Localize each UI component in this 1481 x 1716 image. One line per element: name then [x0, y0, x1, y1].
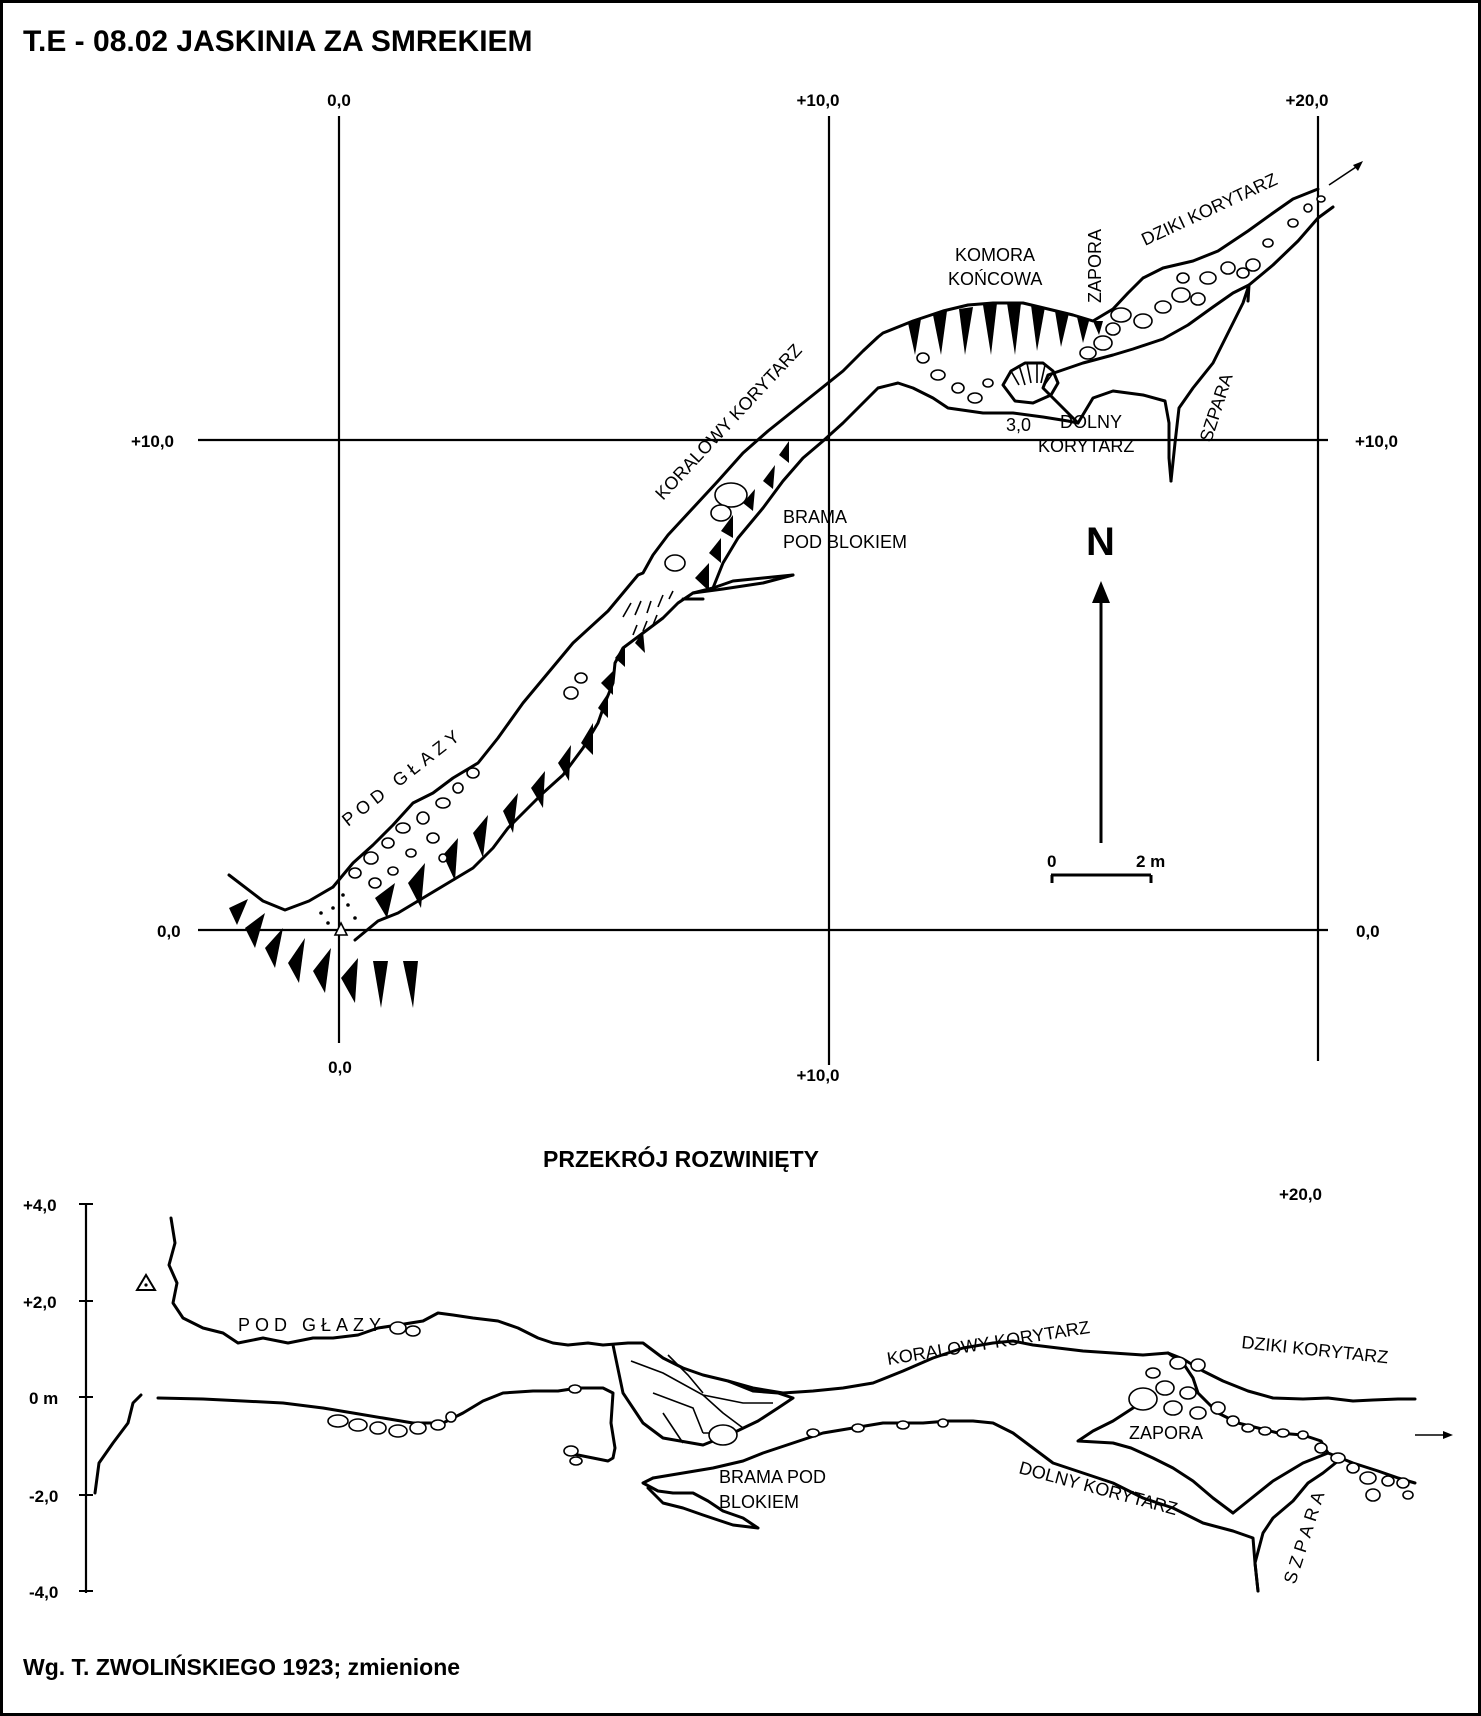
section-continuation-arrow — [1415, 1431, 1453, 1439]
label-dolny-2: KORYTARZ — [1038, 436, 1134, 456]
section-axis: +4,0 +2,0 0 m -2,0 -4,0 — [23, 1196, 93, 1602]
plan-labels: POD GŁAZY KORALOWY KORYTARZ BRAMA POD BL… — [338, 169, 1280, 830]
section-labels: POD GŁAZY KORALOWY KORYTARZ DZIKI KORYTA… — [238, 1315, 1389, 1586]
axis-plus2: +2,0 — [23, 1293, 57, 1312]
scale-zero: 0 — [1047, 852, 1056, 871]
label-szpara: SZPARA — [1196, 371, 1237, 444]
label-zapora: ZAPORA — [1085, 229, 1105, 303]
continuation-arrow — [1328, 161, 1363, 186]
north-label: N — [1086, 520, 1115, 564]
sec-label-dolny: DOLNY KORYTARZ — [1017, 1458, 1180, 1520]
coord-left-10: +10,0 — [131, 432, 174, 451]
axis-minus4: -4,0 — [29, 1583, 58, 1602]
cave-survey-drawing: T.E - 08.02 JASKINIA ZA SMREKIEM 0,0 +10… — [23, 25, 1453, 1680]
entrance-marker — [319, 893, 357, 936]
plan-coordinates: 0,0 +10,0 +20,0 +10,0 +10,0 0,0 0,0 0,0 … — [131, 91, 1398, 1085]
label-brama-1: BRAMA — [783, 507, 847, 527]
scale-bar: 0 2 m — [1047, 852, 1165, 883]
plan-boulders — [348, 195, 1326, 889]
label-komora-1: KOMORA — [955, 245, 1035, 265]
sec-label-brama-2: BLOKIEM — [719, 1492, 799, 1512]
scale-two: 2 m — [1136, 852, 1165, 871]
section-entrance-marker — [135, 1273, 157, 1291]
plan-grid — [198, 116, 1328, 1065]
label-depth: 3,0 — [1006, 415, 1031, 435]
coord-top-20: +20,0 — [1285, 91, 1328, 110]
label-dolny-1: DOLNY — [1060, 412, 1122, 432]
sec-label-szpara: SZPARA — [1280, 1484, 1330, 1586]
plan-fine-hatching — [622, 362, 1054, 636]
coord-right-10: +10,0 — [1355, 432, 1398, 451]
coord-bottom-10: +10,0 — [796, 1066, 839, 1085]
section-title: PRZEKRÓJ ROZWINIĘTY — [543, 1145, 819, 1172]
sheet-title: T.E - 08.02 JASKINIA ZA SMREKIEM — [23, 25, 533, 58]
sec-label-pod-glazy: POD GŁAZY — [238, 1315, 386, 1335]
plan-cave-outline — [227, 187, 1335, 942]
plan-wall-hatching — [229, 303, 1103, 1008]
sec-label-koralowy: KORALOWY KORYTARZ — [885, 1317, 1091, 1369]
axis-plus4: +4,0 — [23, 1196, 57, 1215]
sec-label-zapora: ZAPORA — [1129, 1423, 1203, 1443]
coord-top-0: 0,0 — [327, 91, 351, 110]
axis-minus2: -2,0 — [29, 1487, 58, 1506]
credit-line: Wg. T. ZWOLIŃSKIEGO 1923; zmienione — [23, 1653, 460, 1680]
label-komora-2: KOŃCOWA — [948, 269, 1042, 289]
label-dziki: DZIKI KORYTARZ — [1138, 169, 1280, 249]
section-fine-lines — [630, 1354, 773, 1444]
coord-right-0: 0,0 — [1356, 922, 1380, 941]
coord-bottom-0: 0,0 — [328, 1058, 352, 1077]
sec-label-dziki: DZIKI KORYTARZ — [1241, 1332, 1390, 1367]
coord-left-0: 0,0 — [157, 922, 181, 941]
section-boulders — [327, 1321, 1414, 1502]
sec-label-brama-1: BRAMA POD — [719, 1467, 826, 1487]
coord-top-10: +10,0 — [796, 91, 839, 110]
axis-zero: 0 m — [29, 1389, 58, 1408]
north-arrow: N — [1086, 520, 1115, 843]
label-brama-2: POD BLOKIEM — [783, 532, 907, 552]
section-top-right: +20,0 — [1279, 1185, 1322, 1204]
